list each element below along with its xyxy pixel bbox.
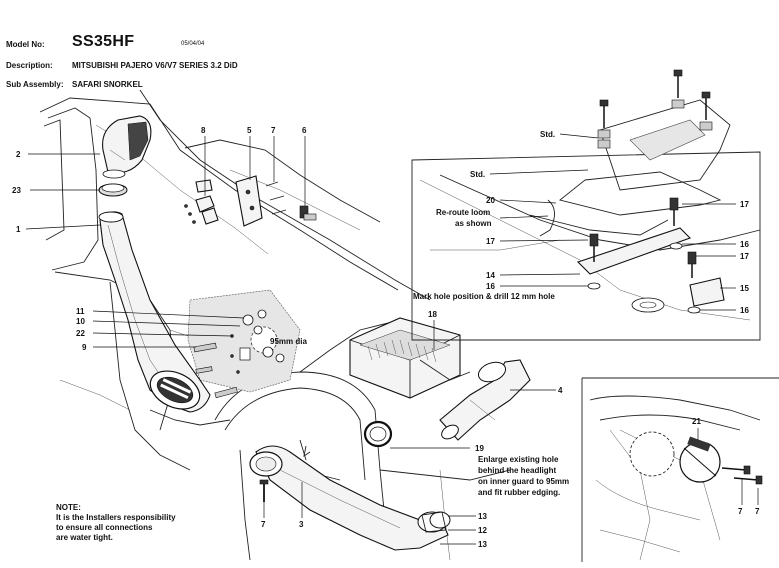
lower-air-pipe (249, 439, 449, 551)
airbox (349, 317, 471, 399)
callout-13: 13 (478, 512, 487, 521)
enlarge-hole-line-4: and fit rubber edging. (478, 488, 560, 497)
note-line-3: are water tight. (56, 533, 113, 542)
callout-1: 1 (16, 225, 21, 234)
template-fasteners (193, 309, 285, 399)
intake-hose (439, 359, 531, 441)
std-label: Std. (540, 130, 555, 139)
enlarge-hole-line-2: behind the headlight (478, 466, 557, 475)
callout-16: 16 (740, 306, 749, 315)
model-label: Model No: (6, 40, 45, 49)
engine-bay-inset (411, 69, 761, 341)
mark-hole-instruction: Mark hole position & drill 12 mm hole (413, 292, 555, 301)
callout-7: 7 (271, 126, 276, 135)
stud-bolt (589, 233, 599, 262)
callout-2: 2 (16, 150, 21, 159)
callout-8: 8 (201, 126, 206, 135)
note-line-2: to ensure all connections (56, 523, 153, 532)
callout-20: 20 (486, 196, 495, 205)
reroute-loom-line-2: as shown (455, 219, 492, 228)
std-label: Std. (470, 170, 485, 179)
callout-6: 6 (302, 126, 307, 135)
callout-19: 19 (475, 444, 484, 453)
inner-guard-inset (581, 377, 779, 562)
callout-7: 7 (755, 507, 760, 516)
callout-16: 16 (486, 282, 495, 291)
installer-note: NOTE: It is the Installers responsibilit… (56, 503, 176, 542)
subassembly-label: Sub Assembly: (6, 80, 64, 89)
leader-lines (25, 133, 759, 545)
callout-12: 12 (478, 526, 487, 535)
callout-7: 7 (738, 507, 743, 516)
callout-4: 4 (558, 386, 563, 395)
connector-hose (417, 511, 451, 533)
callout-10: 10 (76, 317, 85, 326)
drawing-date: 05/04/04 (181, 41, 205, 47)
description-value: MITSUBISHI PAJERO V6/V7 SERIES 3.2 DiD (72, 61, 238, 70)
hole-diameter-label: 95mm dia (270, 337, 307, 346)
enlarge-hole-line-3: on inner guard to 95mm (478, 477, 569, 486)
callout-11: 11 (76, 307, 85, 316)
loose-screw (259, 479, 269, 502)
hose-clamp (98, 183, 128, 197)
callout-14: 14 (486, 271, 495, 280)
callout-7: 7 (261, 520, 266, 529)
description-label: Description: (6, 61, 53, 70)
note-line-1: It is the Installers responsibility (56, 513, 176, 522)
stud-bolt (687, 251, 697, 278)
stud-bolt (669, 197, 679, 226)
callout-15: 15 (740, 284, 749, 293)
callout-13: 13 (478, 540, 487, 549)
enlarge-hole-line-1: Enlarge existing hole (478, 455, 559, 464)
callout-17: 17 (740, 200, 749, 209)
air-ram-head (102, 115, 152, 179)
bracket-fasteners (184, 179, 317, 225)
callout-22: 22 (76, 329, 85, 338)
rubber-edging (363, 420, 393, 448)
callout-18: 18 (428, 310, 437, 319)
mounting-bracket (235, 175, 263, 227)
callout-3: 3 (299, 520, 304, 529)
callout-23: 23 (12, 186, 21, 195)
note-title: NOTE: (56, 503, 81, 512)
callout-numbers: 2 23 1 8 5 7 6 11 10 22 9 95mm dia 18 4 … (12, 126, 760, 549)
callout-17: 17 (486, 237, 495, 246)
reroute-loom-line-1: Re-route loom (436, 208, 490, 217)
callout-16: 16 (740, 240, 749, 249)
callout-5: 5 (247, 126, 252, 135)
callout-9: 9 (82, 343, 87, 352)
model-number: SS35HF (72, 33, 135, 50)
vehicle-body-outline (39, 89, 511, 561)
subassembly-value: SAFARI SNORKEL (72, 80, 143, 89)
callout-17: 17 (740, 252, 749, 261)
snorkel-body (98, 211, 211, 413)
callout-21: 21 (692, 417, 701, 426)
